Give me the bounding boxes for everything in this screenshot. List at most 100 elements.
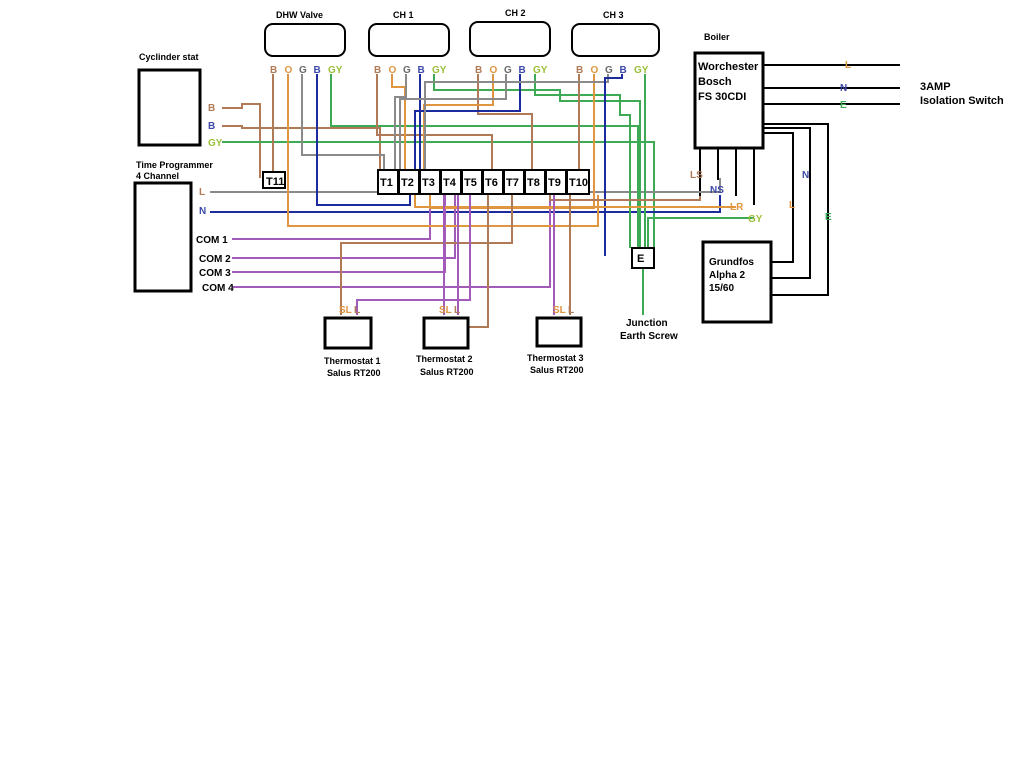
stat1-line1: Thermostat 1 — [324, 356, 381, 366]
terminal-label: T7 — [506, 177, 519, 189]
isolation-line2: Isolation Switch — [920, 95, 1004, 107]
ch1-orange-wire — [391, 74, 406, 178]
terminal-label: T1 — [380, 177, 393, 189]
boiler-pump-neutral-wire — [763, 127, 811, 279]
junction-caption-line2: Earth Screw — [620, 331, 678, 342]
terminal-label: T6 — [485, 177, 498, 189]
ch3-pin-5: GY — [634, 65, 649, 76]
cylinder-stat-title: Cyclinder stat — [139, 52, 199, 62]
stat3-pin-sl: SL — [553, 305, 566, 316]
boiler: Boiler Worchester Bosch FS 30CDI L N E L… — [690, 32, 851, 225]
cylstat-pin-b2: B — [208, 121, 215, 132]
ch2-pin-5: GY — [533, 65, 548, 76]
cylstat-pin-b1: B — [208, 103, 215, 114]
ch1-pin-3: G — [403, 65, 411, 76]
com3-wire — [232, 195, 446, 273]
pump-pin-e: E — [825, 212, 832, 223]
time-programmer: Time Programmer 4 Channel L N COM 1 COM … — [133, 160, 234, 294]
programmer-com4: COM 4 — [202, 283, 234, 294]
ch1-pin-2: O — [389, 65, 397, 76]
stat2-pin-sl: SL — [439, 305, 452, 316]
terminal-t8: T8 — [524, 169, 546, 195]
isolation-switch: 3AMP Isolation Switch — [920, 81, 1004, 107]
ch3-pin-2: O — [591, 65, 599, 76]
pump-body — [701, 240, 773, 324]
programmer-title-line1: Time Programmer — [136, 160, 213, 170]
stat2-body — [422, 316, 470, 350]
programmer-com1: COM 1 — [196, 235, 228, 246]
ch1-brown-wire — [376, 74, 493, 178]
ch1-pin-5: GY — [432, 65, 447, 76]
boiler-title: Boiler — [704, 32, 730, 42]
ch1-valve-body — [368, 23, 450, 57]
terminal-t11-label: T11 — [266, 176, 284, 188]
dhw-valve-pin-2: O — [285, 65, 293, 76]
ch3-pin-1: B — [576, 65, 583, 76]
programmer-body — [133, 181, 193, 293]
boiler-line3: FS 30CDI — [698, 91, 746, 103]
cylstat-b2-wire — [222, 125, 381, 178]
ch2-gy-wire — [534, 74, 631, 248]
pump-line1: Grundfos — [709, 257, 754, 268]
ch1-pin-4: B — [418, 65, 425, 76]
ch3-pin-4: B — [620, 65, 627, 76]
terminal-t6: T6 — [482, 169, 504, 195]
ch1-valve-title: CH 1 — [393, 10, 414, 20]
boiler-underside-links — [699, 148, 755, 205]
boiler-lr-wire — [414, 195, 736, 208]
ch3-valve-body — [571, 23, 660, 57]
ch2-pin-2: O — [490, 65, 498, 76]
stat2-pin-l: L — [454, 305, 460, 316]
dhw-valve-pin-4: B — [314, 65, 321, 76]
ch2-valve-body — [469, 21, 551, 57]
dhw-blue-wire — [316, 74, 411, 206]
boiler-line1: Worchester — [698, 61, 759, 73]
stat2-line2: Salus RT200 — [420, 367, 474, 377]
pump-line3: 15/60 — [709, 283, 734, 294]
terminal-label: T8 — [527, 177, 540, 189]
boiler-pin-l: L — [845, 60, 851, 71]
stat3-line2: Salus RT200 — [530, 365, 584, 375]
stat3-pin-l: L — [568, 305, 574, 316]
dhw-grey-wire — [301, 74, 385, 178]
pump-pin-n: N — [802, 170, 809, 181]
dhw-valve-title: DHW Valve — [276, 10, 323, 20]
ch2-blue-wire — [414, 74, 521, 178]
stat1-pin-sl: SL — [339, 305, 352, 316]
terminal-t10: T10 — [566, 169, 590, 195]
junction-box — [631, 247, 655, 269]
boiler-line2: Bosch — [698, 76, 732, 88]
stat1-l-wire — [356, 195, 471, 315]
ch2-pin-4: B — [519, 65, 526, 76]
boiler-pin-lr: LR — [730, 202, 744, 213]
boiler-body — [693, 51, 765, 150]
boiler-pin-n: N — [840, 83, 847, 94]
ch2-brown-wire — [477, 74, 533, 178]
programmer-pin-l: L — [199, 187, 205, 198]
stat1-body — [323, 316, 373, 350]
terminal-t11-box — [262, 171, 286, 189]
stat2-line1: Thermostat 2 — [416, 354, 473, 364]
terminal-t1: T1 — [377, 169, 399, 195]
thermostat-2: SL L Thermostat 2 Salus RT200 — [416, 305, 474, 377]
programmer-title-line2: 4 Channel — [136, 171, 179, 181]
terminal-box — [566, 169, 590, 195]
junction-caption-line1: Junction — [626, 318, 668, 329]
wires — [210, 64, 900, 328]
stat1-sl-wire — [340, 195, 513, 315]
cylinder-stat: Cyclinder stat B B GY — [137, 52, 223, 149]
stat1-pin-l: L — [354, 305, 360, 316]
terminal-label: T3 — [422, 177, 435, 189]
terminal-label: T2 — [401, 177, 414, 189]
isolation-line1: 3AMP — [920, 81, 951, 93]
terminal-t2: T2 — [398, 169, 420, 195]
dhw-gy-wire — [330, 74, 639, 248]
boiler-pump-live-wire — [763, 132, 794, 263]
boiler-ls-wire — [549, 195, 701, 201]
